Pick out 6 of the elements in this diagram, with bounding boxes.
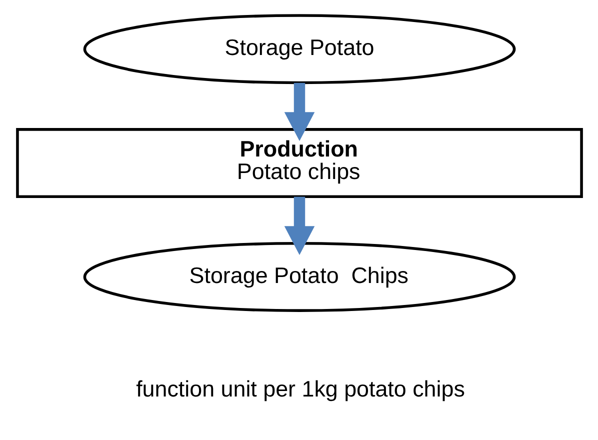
arrow — [284, 196, 314, 255]
node-ellipse: Storage Potato Chips — [82, 242, 516, 312]
label: function unit per 1kg potato chips — [136, 376, 464, 402]
node-box: Production Potato chips — [16, 128, 582, 198]
arrow — [284, 82, 314, 142]
node-ellipse: Storage Potato — [82, 14, 516, 84]
